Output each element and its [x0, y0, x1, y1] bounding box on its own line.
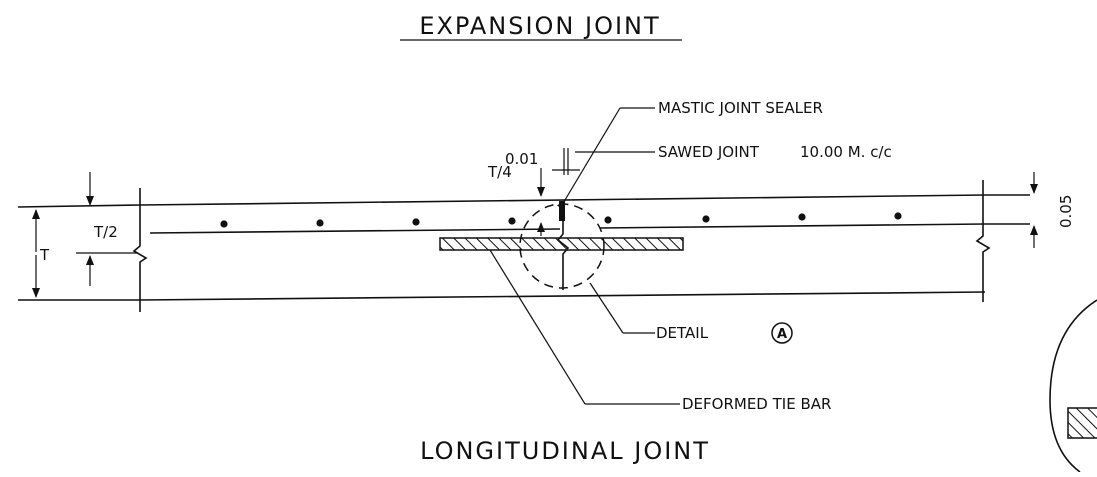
detail-marker-circle: [771, 322, 793, 344]
dimension-right-offset: 0.05: [1057, 195, 1075, 228]
dimension-half-depth: T/2: [93, 223, 118, 241]
label-sawed-joint-spacing: 10.00 M. c/c: [800, 143, 892, 161]
dimension-thickness: T: [39, 246, 50, 264]
label-detail: DETAIL: [656, 324, 709, 342]
dimension-gap: 0.01: [505, 150, 538, 168]
tie-bar: [439, 237, 684, 251]
detail-marker-letter: A: [777, 327, 787, 342]
label-mastic-joint-sealer: MASTIC JOINT SEALER: [658, 99, 823, 117]
title-expansion-joint: EXPANSION JOINT: [419, 12, 660, 40]
partial-detail-view: [1049, 299, 1097, 473]
label-sawed-joint: SAWED JOINT: [658, 143, 760, 161]
label-deformed-tie-bar: DEFORMED TIE BAR: [682, 395, 831, 413]
title-longitudinal-joint: LONGITUDINAL JOINT: [420, 437, 710, 465]
rebar-dots: [220, 212, 902, 228]
dimension-quarter-depth: T/4: [487, 163, 512, 181]
